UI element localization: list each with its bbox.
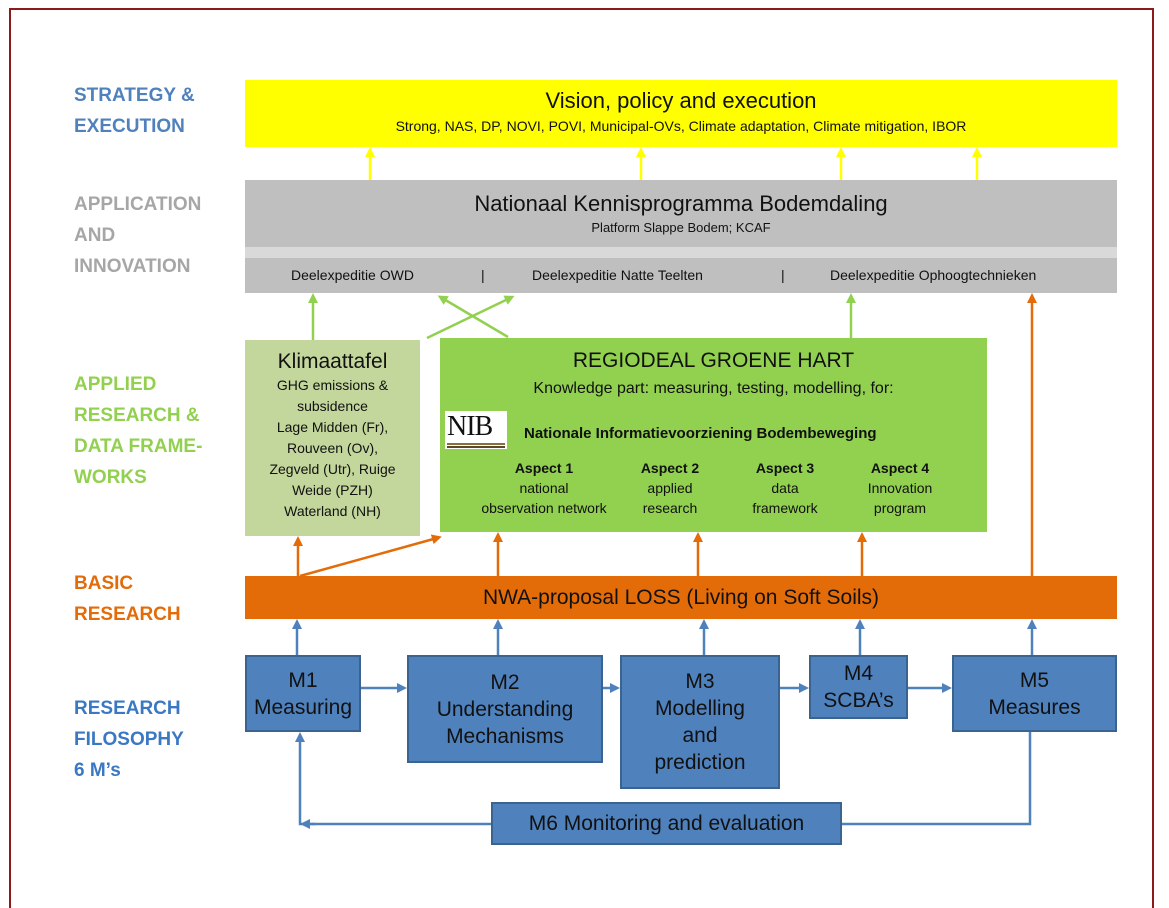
nwa-title: NWA-proposal LOSS (Living on Soft Soils) — [482, 586, 880, 609]
regiodeal-title: REGIODEAL GROENE HART — [572, 349, 855, 372]
outer-frame — [9, 8, 1154, 908]
expedition-separator-1: | — [481, 267, 485, 283]
aspect-2: Aspect 2 applied research — [640, 460, 700, 516]
klimaattafel-lines: GHG emissions & subsidence Lage Midden (… — [269, 377, 396, 519]
klimaattafel-title: Klimaattafel — [277, 350, 388, 373]
nwa-box: NWA-proposal LOSS (Living on Soft Soils) — [245, 576, 1117, 619]
m6-loop-right — [842, 732, 1032, 826]
nib-logo-stripe — [447, 446, 505, 448]
expeditions-bar: Deelexpeditie OWD | Deelexpeditie Natte … — [245, 258, 1117, 293]
vision-title: Vision, policy and execution — [545, 88, 817, 113]
nib-logo: NIB — [445, 411, 507, 449]
expedition-natte-teelten: Deelexpeditie Natte Teelten — [532, 267, 703, 283]
regiodeal-box: REGIODEAL GROENE HART Knowledge part: me… — [440, 338, 987, 532]
arrow-regiodeal-owd — [437, 295, 509, 339]
aspect-3: Aspect 3 data framework — [752, 460, 818, 516]
nkb-subtitle: Platform Slappe Bodem; KCAF — [591, 220, 771, 235]
nib-logo-text: NIB — [447, 411, 493, 442]
m6-box: M6 Monitoring and evaluation — [491, 802, 842, 845]
layer-label-strategy: STRATEGY &EXECUTION — [74, 85, 195, 137]
nib-logo-stripe — [447, 443, 505, 445]
klimaattafel-box: Klimaattafel GHG emissions & subsidence … — [245, 340, 420, 536]
expedition-owd: Deelexpeditie OWD — [291, 267, 414, 283]
nkb-box: Nationaal Kennisprogramma Bodemdaling Pl… — [245, 180, 1117, 247]
nib-title: Nationale Informatievoorziening Bodembew… — [524, 425, 877, 442]
aspect-4: Aspect 4 Innovation program — [867, 460, 933, 516]
vision-box: Vision, policy and execution Strong, NAS… — [245, 80, 1117, 147]
nkb-separator — [245, 247, 1117, 258]
expedition-separator-2: | — [781, 267, 785, 283]
m6-loop-left — [295, 732, 491, 826]
vision-subtitle: Strong, NAS, DP, NOVI, POVI, Municipal-O… — [395, 118, 967, 134]
nkb-title: Nationaal Kennisprogramma Bodemdaling — [474, 191, 888, 216]
arrow-nwa-regiodeal — [299, 534, 442, 578]
aspect-1: Aspect 1 national observation network — [481, 460, 607, 516]
expedition-ophoogtechnieken: Deelexpeditie Ophoogtechnieken — [830, 267, 1037, 283]
arrow-klimaattafel-natte — [426, 295, 515, 340]
regiodeal-subtitle: Knowledge part: measuring, testing, mode… — [533, 380, 894, 397]
